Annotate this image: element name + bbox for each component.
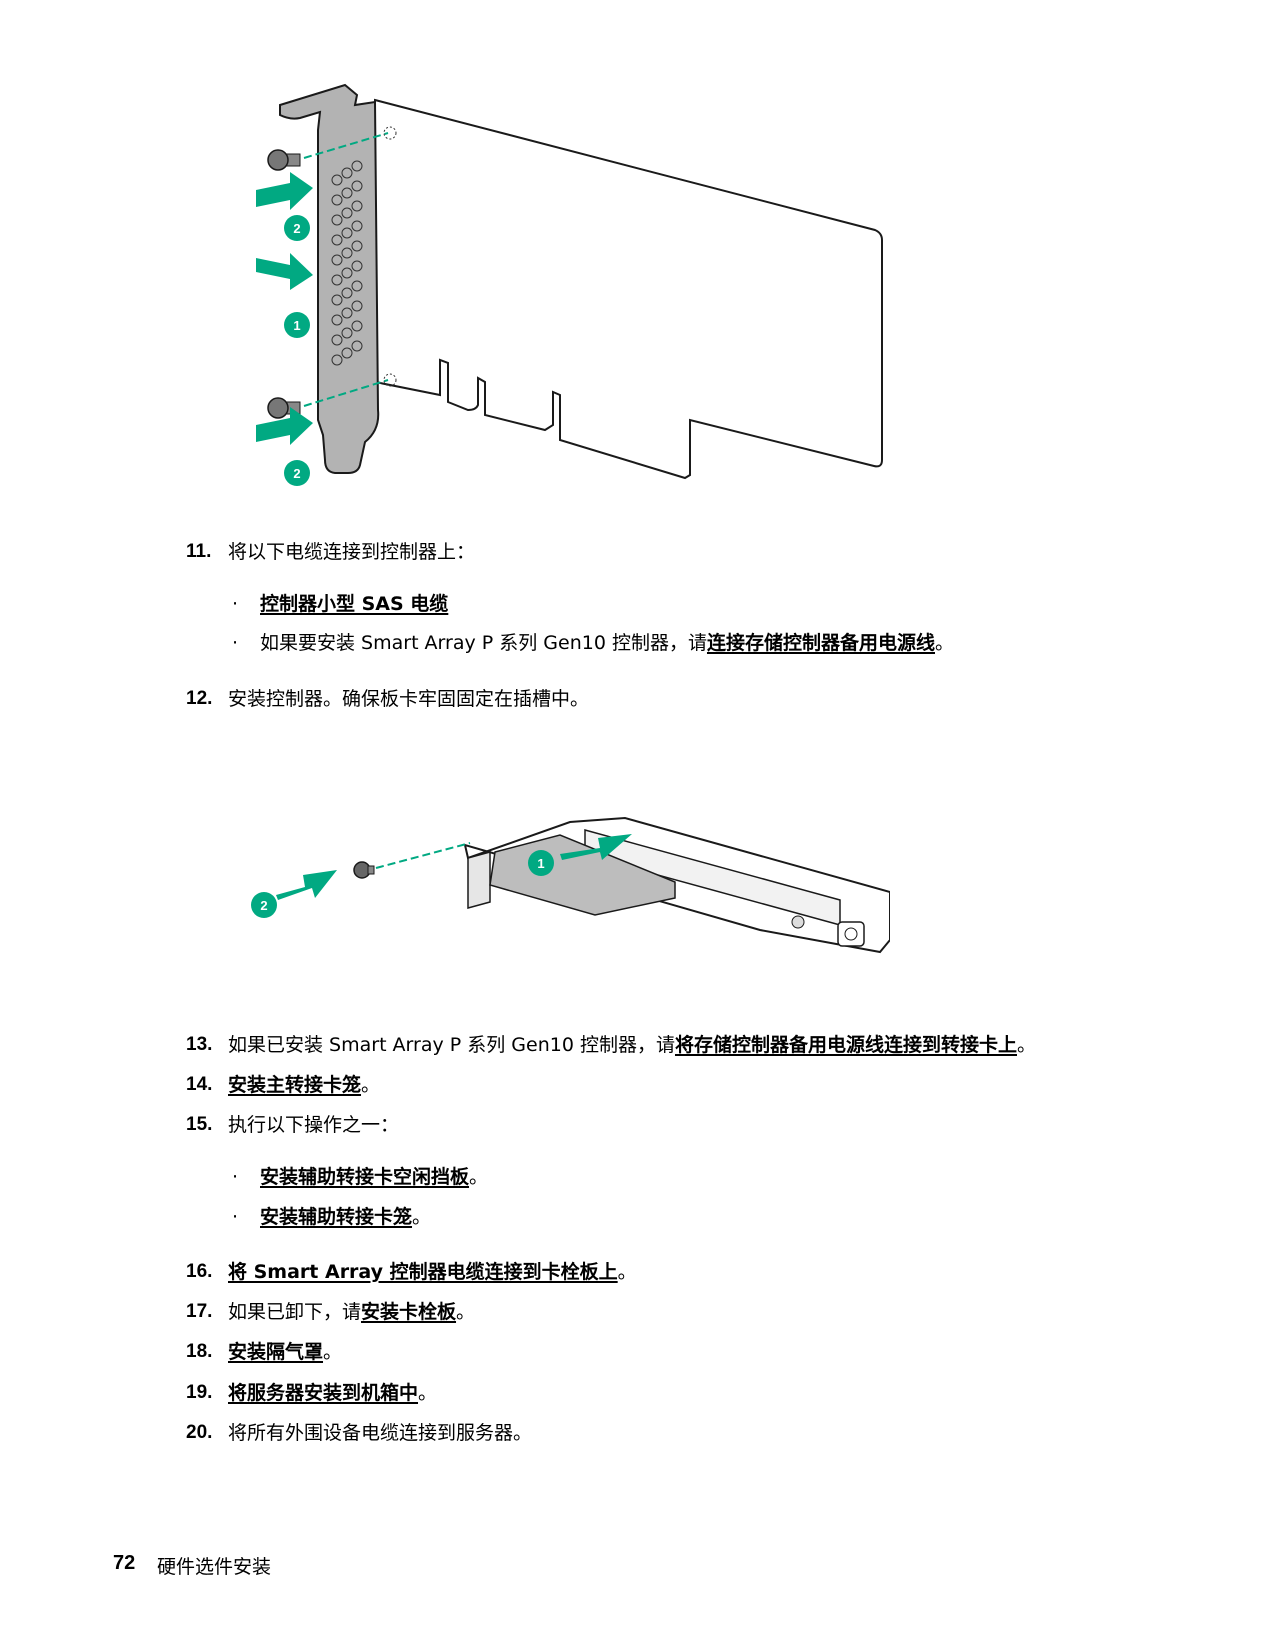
step-number: 13. — [186, 1034, 213, 1055]
link-install-card-retainer[interactable]: 安装卡栓板 — [361, 1301, 457, 1323]
callout-badge-2: 2 — [284, 215, 310, 241]
punctuation: 。 — [412, 1206, 432, 1228]
bullet-icon: · — [232, 593, 239, 615]
svg-text:1: 1 — [293, 318, 300, 333]
step-text: 如果已卸下，请 — [228, 1301, 362, 1323]
svg-text:2: 2 — [293, 221, 300, 236]
step-text: 执行以下操作之一： — [228, 1114, 400, 1136]
section-title: 硬件选件安装 — [157, 1556, 272, 1578]
step-number: 14. — [186, 1074, 213, 1095]
step-number: 11. — [186, 541, 212, 562]
step-number: 16. — [186, 1261, 213, 1282]
svg-text:2: 2 — [260, 898, 267, 913]
arrow-icon — [256, 253, 313, 290]
callout-badge-2: 2 — [251, 892, 277, 918]
arrow-icon — [256, 172, 313, 210]
figure-riser-cage-install: 1 2 — [251, 816, 890, 954]
punctuation: 。 — [1017, 1034, 1037, 1056]
punctuation: 。 — [361, 1074, 381, 1096]
punctuation: 。 — [617, 1261, 637, 1283]
arrow-icon — [276, 870, 337, 900]
punctuation: 。 — [469, 1166, 489, 1188]
callout-badge-1: 1 — [284, 312, 310, 338]
punctuation: 。 — [935, 632, 955, 654]
step-text: 如果已安装 Smart Array P 系列 Gen10 控制器，请 — [228, 1034, 675, 1056]
arrow-icon — [256, 407, 313, 445]
step-number: 20. — [186, 1422, 213, 1443]
callout-badge-2: 2 — [284, 460, 310, 486]
punctuation: 。 — [418, 1382, 438, 1404]
screw-icon — [267, 149, 301, 171]
link-sas-cable[interactable]: 控制器小型 SAS 电缆 — [260, 593, 449, 615]
link-connect-backup-power-to-riser[interactable]: 将存储控制器备用电源线连接到转接卡上 — [674, 1034, 1017, 1056]
link-connect-smart-array-cable[interactable]: 将 Smart Array 控制器电缆连接到卡栓板上 — [228, 1261, 618, 1283]
step-number: 18. — [186, 1341, 213, 1362]
controller-card — [363, 98, 883, 480]
step-text: 安装控制器。确保板卡牢固固定在插槽中。 — [228, 688, 590, 710]
link-backup-power-cable[interactable]: 连接存储控制器备用电源线 — [706, 632, 935, 654]
callout-badge-1: 1 — [528, 850, 554, 876]
figure-controller-bracket: 2 1 2 — [256, 83, 883, 486]
step-number: 12. — [186, 688, 213, 709]
bullet-text: 如果要安装 Smart Array P 系列 Gen10 控制器，请 — [260, 632, 707, 654]
svg-text:1: 1 — [537, 856, 544, 871]
screw-icon — [353, 861, 375, 879]
arrow-icon — [560, 834, 632, 860]
link-install-secondary-riser-blank[interactable]: 安装辅助转接卡空闲挡板 — [260, 1166, 470, 1188]
svg-text:2: 2 — [293, 466, 300, 481]
punctuation: 。 — [323, 1341, 343, 1363]
step-text: 将所有外围设备电缆连接到服务器。 — [228, 1422, 533, 1444]
bullet-icon: · — [232, 1166, 239, 1188]
bullet-icon: · — [232, 1206, 239, 1228]
step-number: 15. — [186, 1114, 213, 1135]
link-install-primary-riser-cage[interactable]: 安装主转接卡笼 — [228, 1074, 362, 1096]
step-number: 19. — [186, 1382, 213, 1403]
page-number: 72 — [113, 1552, 136, 1574]
step-number: 17. — [186, 1301, 213, 1322]
bullet-icon: · — [232, 632, 239, 654]
link-install-secondary-riser-cage[interactable]: 安装辅助转接卡笼 — [260, 1206, 413, 1228]
step-text: 将以下电缆连接到控制器上： — [228, 541, 476, 563]
link-install-server-into-chassis[interactable]: 将服务器安装到机箱中 — [228, 1382, 419, 1404]
bracket-vent-holes — [331, 160, 363, 366]
link-install-air-baffle[interactable]: 安装隔气罩 — [228, 1341, 324, 1363]
punctuation: 。 — [456, 1301, 476, 1323]
